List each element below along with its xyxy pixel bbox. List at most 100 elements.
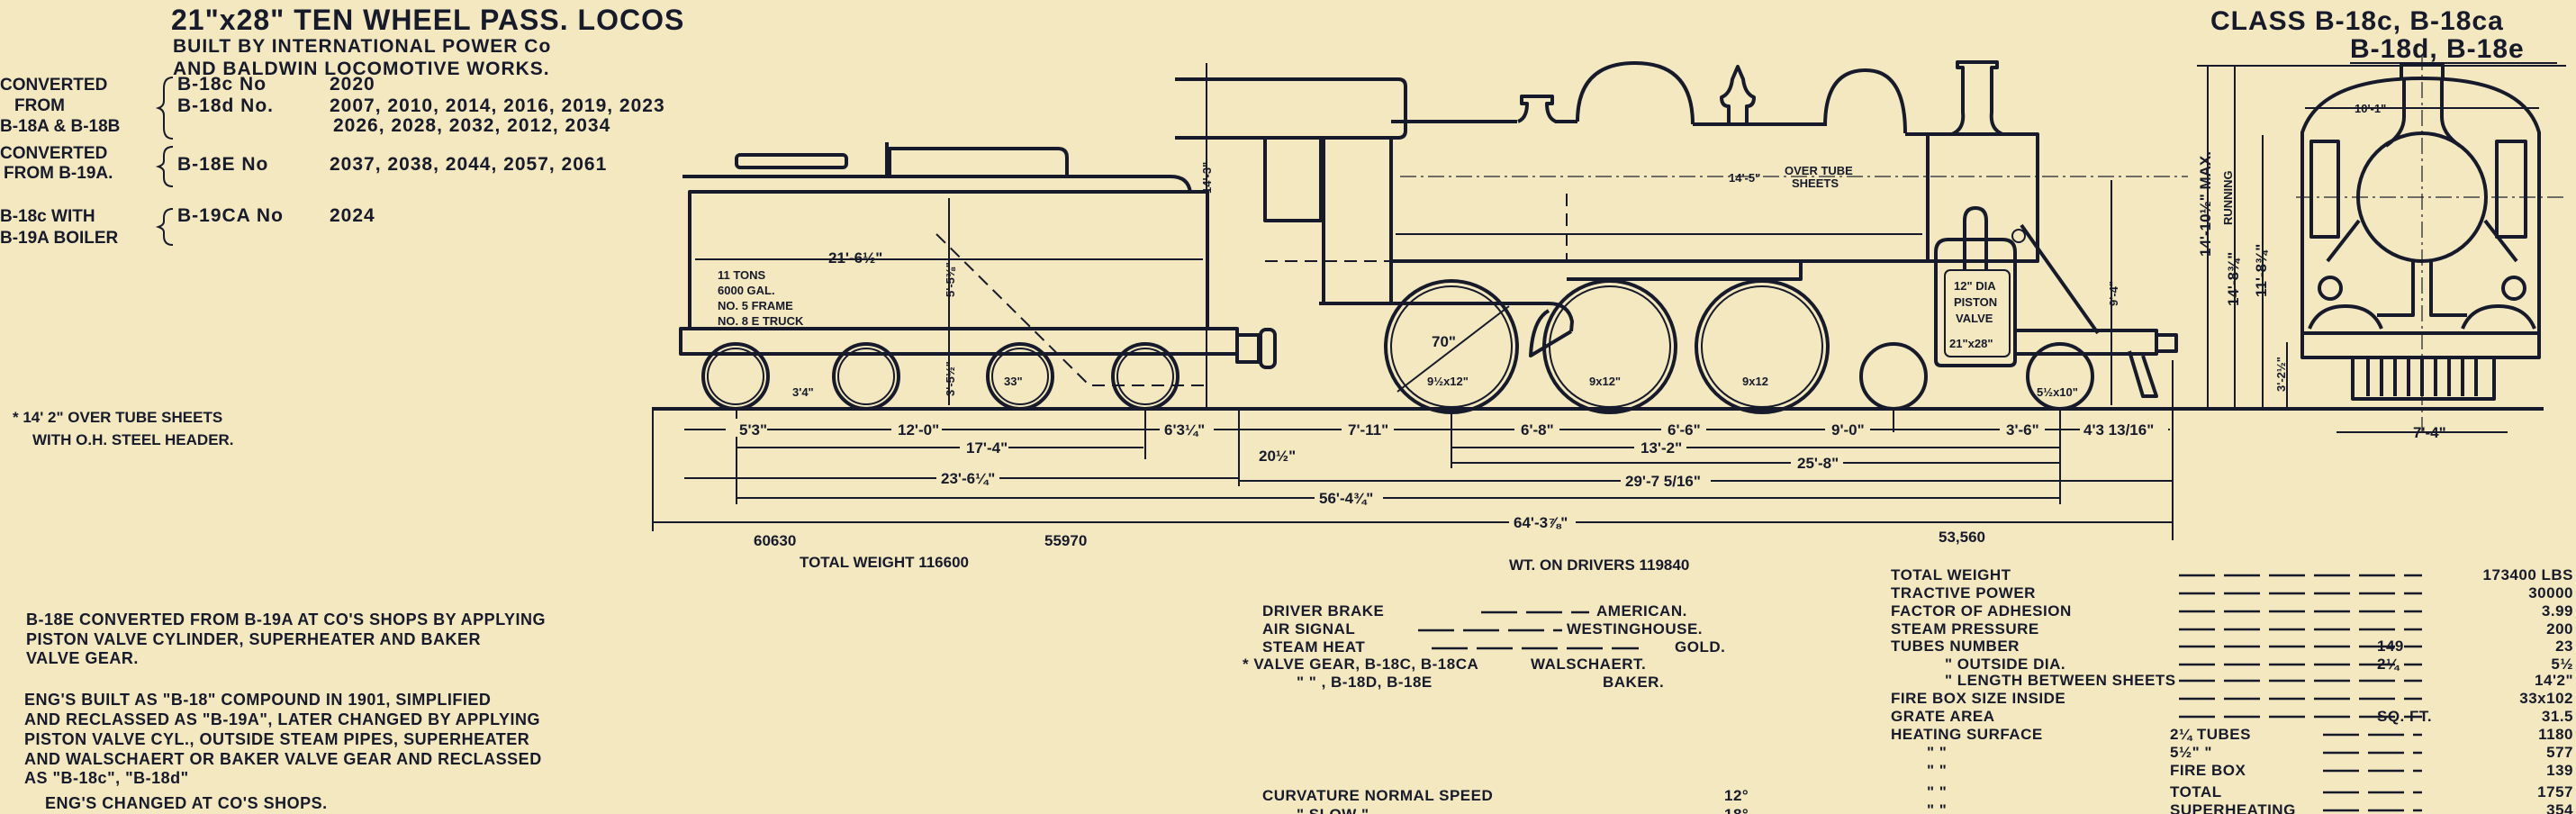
label-bg bbox=[891, 419, 942, 437]
label-bg bbox=[2080, 419, 2168, 437]
label-bg bbox=[1621, 470, 1711, 488]
deck-height-label: 3'-5½" bbox=[944, 361, 957, 396]
cylinder-label: VALVE bbox=[1956, 312, 1993, 325]
front-stack-base bbox=[2384, 79, 2462, 148]
class-number-label: B-18c No bbox=[177, 74, 267, 95]
weight-on-drivers: WT. ON DRIVERS 119840 bbox=[1509, 556, 1689, 574]
smokestack bbox=[1951, 60, 2003, 136]
trailing-truck-wheel bbox=[1859, 342, 1928, 411]
dim-label: 56'-4¾" bbox=[1319, 490, 1373, 507]
class-label: CLASS B-18c, B-18ca B-18d, B-18e bbox=[2210, 6, 2557, 64]
dim-label: 64'-3⅞" bbox=[1514, 514, 1568, 531]
firebox-splash bbox=[1529, 309, 1573, 357]
driver-wheel-rim bbox=[1701, 285, 1823, 408]
cab-roof bbox=[1175, 77, 1407, 140]
builder-line-2: AND BALDWIN LOCOMOTIVE WORKS. bbox=[173, 59, 550, 79]
performance-value: 173400 LBS bbox=[2483, 566, 2573, 583]
deck-height-label: 3'-2½" bbox=[2274, 357, 2288, 392]
label-bg bbox=[1791, 452, 1843, 470]
label-bg bbox=[1514, 419, 1559, 437]
sand-dome bbox=[1823, 68, 1907, 134]
tender-wheel-diameter: 33" bbox=[1004, 375, 1023, 388]
tender-wheel bbox=[832, 342, 900, 411]
weights: 60630 55970 TOTAL WEIGHT 116600 53,560 W… bbox=[754, 529, 1985, 574]
max-height-label: 14'-10½" MAX. bbox=[2197, 151, 2214, 257]
coal-board bbox=[888, 147, 1069, 176]
tube-note: OVER TUBE bbox=[1785, 164, 1853, 177]
gauge-width-label: 7'-4" bbox=[2413, 424, 2446, 441]
curvature-label: CURVATURE NORMAL SPEED bbox=[1262, 787, 1493, 804]
conversion-from-label: B-18A & B-18B bbox=[0, 117, 120, 136]
equipment-value: BAKER. bbox=[1603, 674, 1664, 691]
tender-top-flare bbox=[682, 175, 1192, 194]
performance-label: " " bbox=[1927, 783, 1947, 800]
performance-label: GRATE AREA bbox=[1891, 708, 1995, 725]
tube-sheet-note: * 14' 2" OVER TUBE SHEETS bbox=[13, 409, 222, 426]
dim-label: 5'3" bbox=[739, 421, 767, 439]
performance-value: 33x102 bbox=[2519, 690, 2573, 707]
equipment-label: AIR SIGNAL bbox=[1262, 620, 1355, 638]
class-line-2: B-18d, B-18e bbox=[2350, 34, 2525, 64]
performance-value: 14'2" bbox=[2535, 672, 2573, 689]
dim-label: 23'-6¼" bbox=[941, 470, 995, 487]
tank-height-label: 5'-5⅜" bbox=[944, 262, 957, 297]
cylinder-label: 12" DIA bbox=[1954, 279, 1996, 293]
center-height-label: 9'-4" bbox=[2107, 281, 2120, 306]
tender-spec: 6000 GAL. bbox=[718, 284, 775, 297]
drawbar bbox=[1259, 328, 1277, 369]
performance-label: STEAM PRESSURE bbox=[1891, 620, 2039, 638]
performance-label: HEATING SURFACE bbox=[1891, 726, 2043, 743]
firebox-outline bbox=[1265, 189, 1568, 262]
running-label: RUNNING bbox=[2221, 170, 2235, 225]
dim-label: 9'-0" bbox=[1831, 421, 1865, 439]
dim-label: 12'-0" bbox=[898, 421, 939, 439]
performance-label: " " bbox=[1927, 801, 1947, 814]
tender-front-weight: 60630 bbox=[754, 532, 796, 549]
conversion-from-label: FROM B-19A. bbox=[4, 164, 113, 183]
label-bg bbox=[1825, 419, 1870, 437]
performance-value: 23 bbox=[2555, 638, 2573, 655]
front-window-left bbox=[2309, 140, 2340, 239]
class-number-label: B-19CA No bbox=[177, 205, 284, 226]
performance-value: 31.5 bbox=[2542, 708, 2573, 725]
top-width-label: 10'-1" bbox=[2355, 102, 2386, 115]
curvature-value: 12° bbox=[1724, 787, 1749, 804]
frame-line bbox=[1567, 261, 1803, 281]
performance-value: 30000 bbox=[2528, 584, 2573, 601]
brace bbox=[155, 146, 174, 187]
performance-label: " " bbox=[1927, 744, 1947, 761]
steam-dome bbox=[1576, 61, 1695, 125]
dim-label: 6'-8" bbox=[1521, 421, 1554, 439]
front-cylinder-right bbox=[2501, 276, 2526, 301]
performance-label: " OUTSIDE DIA. bbox=[1945, 656, 2065, 673]
equipment-label: * VALVE GEAR, B-18C, B-18CA bbox=[1243, 656, 1478, 673]
driver-wheel bbox=[1542, 279, 1677, 414]
brace bbox=[155, 77, 174, 140]
cab-body bbox=[1319, 138, 1393, 305]
curvature-value: 18° bbox=[1724, 806, 1749, 814]
performance-mid-value: SQ. FT. bbox=[2377, 708, 2432, 725]
safety-valve bbox=[1517, 95, 1557, 123]
performance-label: FIRE BOX SIZE INSIDE bbox=[1891, 690, 2065, 707]
dim-label: 4'3 13/16" bbox=[2083, 421, 2154, 439]
performance-mid-value: 2¼ TUBES bbox=[2170, 726, 2251, 743]
front-view-drawing: 14'-10½" MAX. RUNNING 14'-8¾" 11'-8¾" 3'… bbox=[2197, 54, 2566, 441]
driver-wheel-rim bbox=[1549, 285, 1671, 408]
conversion-from-label: CONVERTED bbox=[0, 144, 107, 163]
performance-label: TRACTIVE POWER bbox=[1891, 584, 2036, 601]
dimension-lines bbox=[652, 360, 2174, 540]
note-line: AND WALSCHAERT OR BAKER VALVE GEAR AND R… bbox=[24, 750, 542, 768]
front-wheels bbox=[2308, 304, 2536, 330]
note-line: VALVE GEAR. bbox=[26, 649, 139, 667]
tender-spec: NO. 8 E TRUCK bbox=[718, 314, 804, 328]
performance-value: 3.99 bbox=[2542, 602, 2573, 620]
equipment-label: " " , B-18D, B-18E bbox=[1297, 674, 1433, 691]
dim-label: 20½" bbox=[1259, 448, 1296, 465]
cylinder bbox=[1934, 238, 2017, 367]
dim-label: 17'-4" bbox=[966, 439, 1008, 457]
label-bg bbox=[1634, 437, 1686, 455]
note-line: AND RECLASSED AS "B-19A", LATER CHANGED … bbox=[24, 710, 540, 728]
front-coupler bbox=[2155, 333, 2178, 353]
header: 21"x28" TEN WHEEL PASS. LOCOS BUILT BY I… bbox=[171, 4, 683, 79]
